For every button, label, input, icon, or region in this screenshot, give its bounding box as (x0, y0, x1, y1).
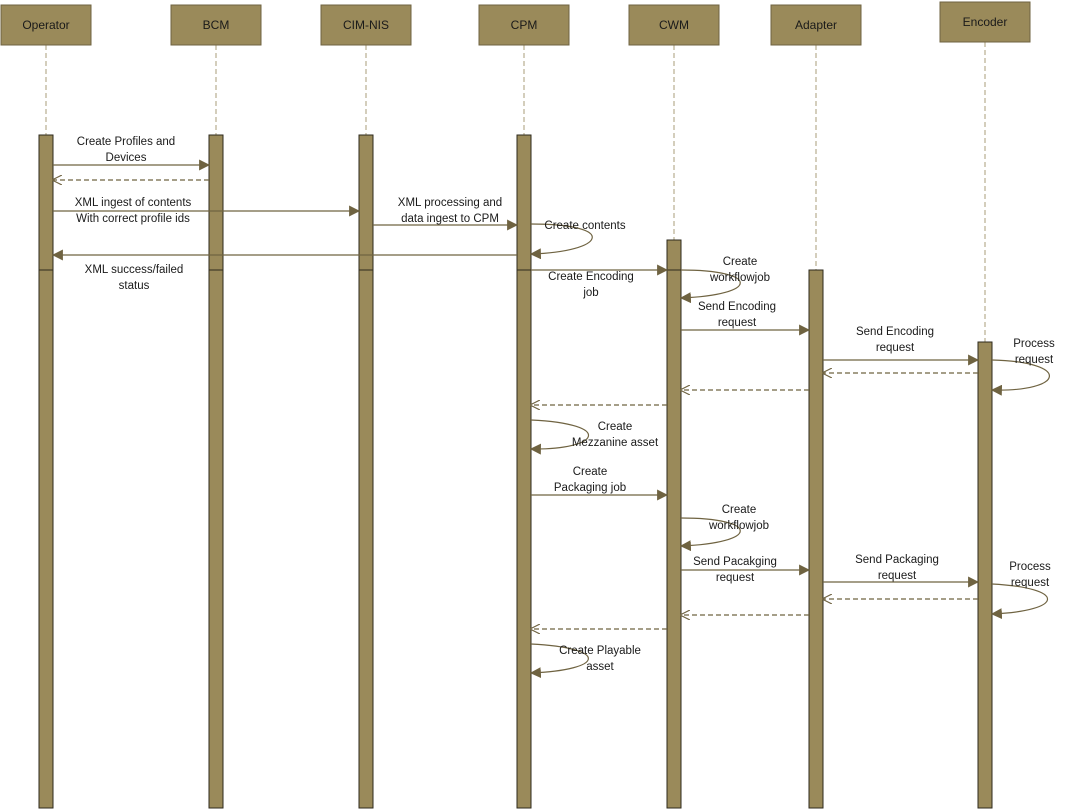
message-create-contents: Create contents (529, 220, 626, 260)
message-create-workflowjob-2: Create workflowjob (679, 504, 769, 552)
message-label: XML processing and (398, 197, 502, 209)
participant-label-operator: Operator (22, 18, 69, 32)
message-send-encoding-request-cwm: Send Encoding request (681, 301, 811, 336)
message-label: Create (573, 466, 608, 478)
activation-bar-encoder (977, 341, 993, 809)
message-label: Send Encoding (698, 301, 776, 313)
message-label: job (582, 287, 598, 299)
participant-adapter: Adapter (770, 4, 862, 46)
participant-label-adapter: Adapter (795, 18, 837, 32)
message-label: asset (586, 661, 614, 673)
message-label: Create Profiles and (77, 136, 175, 148)
message-create-encoding-job: Create Encoding job (531, 264, 669, 299)
message-label: Create Encoding (548, 271, 634, 283)
participant-cwm: CWM (628, 4, 720, 46)
message-label: Create (722, 504, 757, 516)
activation-bar-cwm (666, 239, 682, 809)
message-label: With correct profile ids (76, 213, 190, 225)
self-message-arrow (990, 583, 1049, 620)
message-process-request-1: Process request (990, 338, 1055, 396)
message-label: request (1015, 354, 1054, 366)
message-send-packaging-request-cwm: Send Pacakging request (681, 556, 811, 584)
self-message-arrow (529, 223, 593, 260)
self-message-arrow (990, 359, 1050, 396)
message-xml-status: XML success/failed status (51, 249, 517, 292)
message-process-request-2: Process request (990, 561, 1051, 620)
activation-bar-cpm (516, 134, 532, 809)
self-message-arrow (679, 517, 741, 552)
participant-label-cimnis: CIM-NIS (343, 18, 389, 32)
message-label: XML ingest of contents (75, 197, 192, 209)
message-label: status (119, 280, 150, 292)
message-send-packaging-request-adapter: Send Packaging request (823, 554, 980, 588)
participant-box-cwm (628, 4, 720, 46)
participant-encoder: Encoder (939, 1, 1031, 43)
message-create-playable: Create Playable asset (529, 643, 641, 679)
message-label: Create contents (544, 220, 625, 232)
message-label: Create (598, 421, 633, 433)
message-label: Packaging job (554, 482, 626, 494)
self-message-arrow (529, 643, 589, 679)
message-send-encoding-request-adapter: Send Encoding request (823, 326, 980, 366)
message-label: request (716, 572, 755, 584)
participant-operator: Operator (0, 4, 92, 46)
message-label: Send Packaging (855, 554, 939, 566)
message-label: Send Pacakging (693, 556, 777, 568)
activation-bar-operator (38, 134, 54, 809)
message-label: Process (1013, 338, 1055, 350)
participant-cpm: CPM (478, 4, 570, 46)
activation-bar-adapter (808, 269, 824, 809)
message-label: request (876, 342, 915, 354)
message-xml-processing: XML processing and data ingest to CPM (373, 197, 519, 231)
participant-box-encoder (939, 1, 1031, 43)
participant-label-bcm: BCM (203, 18, 230, 32)
message-label: Create Playable (559, 645, 641, 657)
message-label: data ingest to CPM (401, 213, 499, 225)
message-create-workflowjob-1: Create workflowjob (679, 256, 770, 304)
participant-box-operator (0, 4, 92, 46)
message-label: Mezzanine asset (572, 437, 659, 449)
self-message-arrow (529, 419, 589, 455)
message-label: request (878, 570, 917, 582)
participant-bcm: BCM (170, 4, 262, 46)
message-label: request (718, 317, 757, 329)
message-label: workflowjob (709, 272, 770, 284)
message-label: XML success/failed (85, 264, 184, 276)
participant-cimnis: CIM-NIS (320, 4, 412, 46)
participant-label-cpm: CPM (511, 18, 538, 32)
participant-box-adapter (770, 4, 862, 46)
participant-label-encoder: Encoder (963, 15, 1008, 29)
message-label: Create (723, 256, 758, 268)
message-label: workflowjob (708, 520, 769, 532)
message-label: request (1011, 577, 1050, 589)
message-label: Devices (106, 152, 147, 164)
participant-box-cimnis (320, 4, 412, 46)
message-label: Process (1009, 561, 1051, 573)
participant-box-cpm (478, 4, 570, 46)
message-label: Send Encoding (856, 326, 934, 338)
participant-label-cwm: CWM (659, 18, 689, 32)
self-message-arrow (679, 269, 741, 304)
activation-bar-cimnis (358, 134, 374, 809)
participant-box-bcm (170, 4, 262, 46)
activation-bar-bcm (208, 134, 224, 809)
